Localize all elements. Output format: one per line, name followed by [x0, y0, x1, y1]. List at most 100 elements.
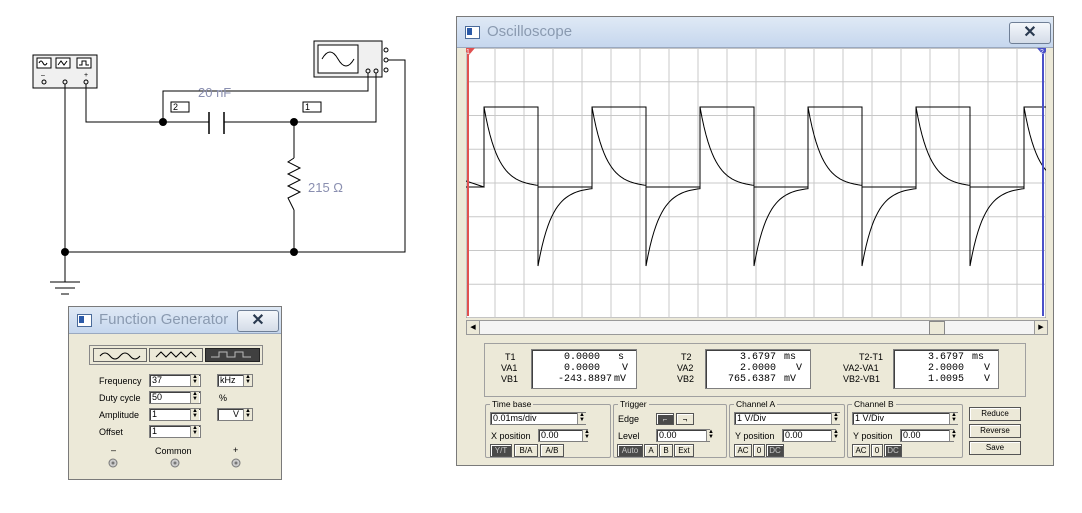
- duty-cycle-spinner[interactable]: ▲▼: [190, 391, 199, 403]
- channel-b-scale-spinner[interactable]: ▲▼: [949, 412, 958, 424]
- channel-b-ypos-label: Y position: [853, 431, 893, 441]
- vb2vb1-unit: V: [984, 374, 991, 385]
- scroll-thumb[interactable]: [929, 321, 945, 335]
- trigger-level-spinner[interactable]: ▲▼: [706, 429, 715, 441]
- wires: [50, 59, 406, 295]
- vb2-value: 765.6387: [727, 374, 776, 385]
- fg-titlebar[interactable]: Function Generator ✕: [69, 307, 281, 334]
- triangle-wave-button[interactable]: [149, 348, 203, 362]
- timebase-select[interactable]: 0.01ms/div: [490, 412, 586, 425]
- va2va1-unit: V: [984, 363, 991, 374]
- channel-a-zero-button[interactable]: 0: [753, 444, 765, 457]
- trigger-ext-button[interactable]: Ext: [674, 444, 694, 457]
- t1-value: 0.0000: [563, 352, 600, 363]
- terminal-connectors[interactable]: [104, 457, 254, 471]
- reduce-button[interactable]: Reduce: [969, 407, 1021, 421]
- xposition-spinner[interactable]: ▲▼: [582, 429, 591, 441]
- channel-a-trace: [466, 106, 1046, 188]
- timebase-spinner[interactable]: ▲▼: [577, 412, 586, 424]
- channel-a-ac-button[interactable]: AC: [734, 444, 752, 457]
- t2t1-value: 3.6797: [927, 352, 964, 363]
- offset-input[interactable]: 1: [149, 425, 201, 438]
- oscilloscope-instrument[interactable]: [313, 40, 389, 78]
- channel-b-ypos-input[interactable]: 0.00: [900, 429, 954, 442]
- frequency-unit-spinner[interactable]: ▲▼: [243, 374, 252, 386]
- channel-b-trace: [466, 106, 1046, 267]
- osc-title: Oscilloscope: [487, 23, 573, 40]
- resistor[interactable]: [286, 157, 302, 211]
- osc-titlebar[interactable]: Oscilloscope ✕: [457, 17, 1053, 48]
- cursor-2-handle[interactable]: [1037, 48, 1046, 55]
- waveform-selector: [89, 345, 263, 365]
- offset-spinner[interactable]: ▲▼: [190, 425, 199, 437]
- plus-terminal-label: +: [233, 445, 239, 455]
- square-wave-icon: [211, 351, 251, 358]
- falling-edge-button[interactable]: ¬: [676, 413, 694, 425]
- channel-b-zero-button[interactable]: 0: [871, 444, 883, 457]
- scroll-left-button[interactable]: ◀: [467, 321, 480, 334]
- cursor1-readout-box: 0.0000 s 0.0000 V -243.8897 mV: [531, 349, 637, 389]
- save-button[interactable]: Save: [969, 441, 1021, 455]
- amplitude-spinner[interactable]: ▲▼: [190, 408, 199, 420]
- vb2vb1-label: VB2-VB1: [843, 374, 881, 384]
- vb2vb1-value: 1.0095: [927, 374, 964, 385]
- circuit-schematic: – + 20 nF 215 Ω: [32, 40, 406, 295]
- frequency-label: Frequency: [99, 376, 142, 386]
- ab-mode-button[interactable]: A/B: [540, 444, 564, 457]
- triangle-wave-icon: [155, 351, 197, 358]
- channel-b-ypos-spinner[interactable]: ▲▼: [949, 429, 958, 441]
- sine-wave-button[interactable]: [93, 348, 147, 362]
- vb2-unit: mV: [784, 374, 797, 385]
- va1-label: VA1: [501, 363, 518, 373]
- scroll-right-button[interactable]: ▶: [1034, 321, 1047, 334]
- trigger-a-button[interactable]: A: [644, 444, 658, 457]
- channel-a-dc-button[interactable]: DC: [766, 444, 784, 457]
- va2va1-label: VA2-VA1: [843, 363, 879, 373]
- trigger-level-input[interactable]: 0.00: [656, 429, 710, 442]
- amplitude-unit-spinner[interactable]: ▲▼: [243, 408, 252, 420]
- scope-tag-2: [170, 101, 190, 113]
- channel-a-ypos-spinner[interactable]: ▲▼: [831, 429, 840, 441]
- reverse-button[interactable]: Reverse: [969, 424, 1021, 438]
- grid: [466, 48, 1046, 318]
- oscilloscope-screen[interactable]: 1 2: [466, 48, 1046, 318]
- trigger-b-button[interactable]: B: [659, 444, 673, 457]
- va1-value: 0.0000: [563, 363, 600, 374]
- channel-a-ypos-input[interactable]: 0.00: [782, 429, 836, 442]
- frequency-spinner[interactable]: ▲▼: [190, 374, 199, 386]
- va2-unit: V: [796, 363, 803, 374]
- app-icon: [465, 26, 480, 39]
- fg-close-button[interactable]: ✕: [237, 310, 279, 332]
- channel-b-ac-button[interactable]: AC: [852, 444, 870, 457]
- xposition-input[interactable]: 0.00: [538, 429, 588, 442]
- trigger-auto-button[interactable]: Auto: [617, 444, 643, 457]
- horizontal-scrollbar[interactable]: ◀ ▶: [466, 320, 1048, 335]
- amplitude-input[interactable]: 1: [149, 408, 201, 421]
- frequency-input[interactable]: 37: [149, 374, 201, 387]
- xposition-label: X position: [491, 431, 531, 441]
- channel-a-title: Channel A: [734, 399, 778, 409]
- capacitor[interactable]: [208, 112, 225, 134]
- square-wave-button[interactable]: [205, 348, 260, 362]
- channel-a-scale-spinner[interactable]: ▲▼: [831, 412, 840, 424]
- scope-tag-1-label: 1: [305, 102, 310, 112]
- function-generator-window: Function Generator ✕ Frequency 37 ▲▼ kHz…: [68, 306, 282, 480]
- t2t1-label: T2-T1: [859, 352, 884, 362]
- trigger-title: Trigger: [618, 399, 649, 409]
- function-generator-instrument[interactable]: [32, 54, 98, 89]
- vb2-label: VB2: [677, 374, 695, 384]
- channel-b-scale-select[interactable]: 1 V/Div: [852, 412, 958, 425]
- rising-edge-button[interactable]: ⌐: [656, 413, 674, 425]
- yt-mode-button[interactable]: Y/T: [490, 444, 512, 457]
- channel-b-dc-button[interactable]: DC: [884, 444, 902, 457]
- channel-a-scale-select[interactable]: 1 V/Div: [734, 412, 840, 425]
- t2t1-unit: ms: [972, 352, 985, 363]
- offset-label: Offset: [99, 427, 123, 437]
- ba-mode-button[interactable]: B/A: [514, 444, 538, 457]
- cursor-1-label: 1: [466, 49, 470, 56]
- cursor-1-handle[interactable]: [466, 48, 475, 55]
- duty-cycle-unit: %: [219, 393, 228, 403]
- duty-cycle-input[interactable]: 50: [149, 391, 201, 404]
- osc-close-button[interactable]: ✕: [1009, 22, 1051, 44]
- t2-unit: ms: [784, 352, 797, 363]
